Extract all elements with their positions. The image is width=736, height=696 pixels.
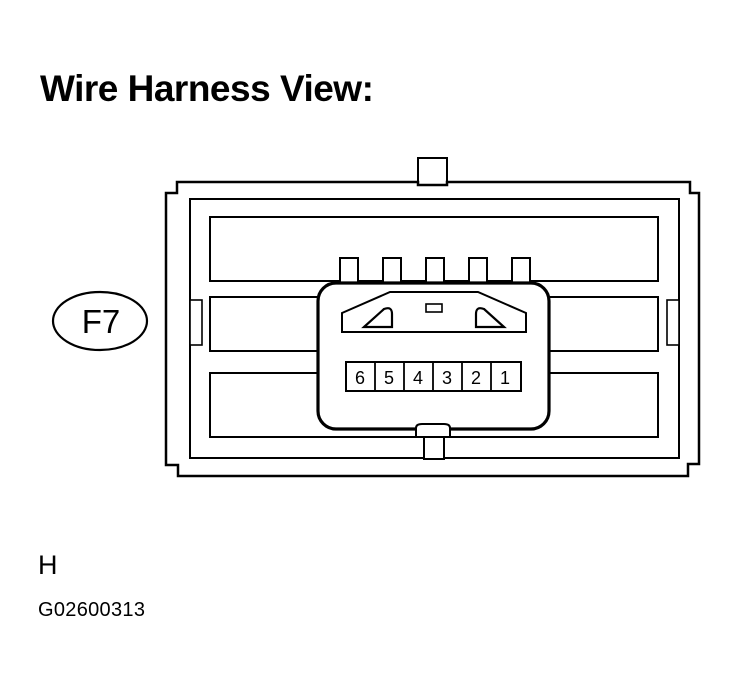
pin-label: 6	[355, 368, 365, 388]
page-title: Wire Harness View:	[40, 68, 374, 109]
figure-code: G02600313	[38, 599, 146, 621]
connector-id: F7	[82, 303, 121, 340]
pin-row: 6 5 4 3 2 1	[345, 361, 522, 392]
lock-window-right	[474, 307, 507, 329]
bottom-latch-tab	[423, 436, 445, 460]
pin-label: 4	[413, 368, 423, 388]
right-notch	[666, 299, 680, 346]
bottom-key-tab	[415, 423, 451, 438]
connector-id-ellipse	[51, 290, 149, 352]
footer-letter: H	[38, 550, 58, 580]
lock-window-left	[361, 307, 394, 329]
pin-label: 2	[471, 368, 481, 388]
pin-label: 1	[500, 368, 510, 388]
lock-slot	[425, 303, 443, 313]
lock-hood	[341, 291, 527, 333]
left-notch	[189, 299, 203, 346]
top-latch-tab	[417, 157, 448, 186]
pin-label: 3	[442, 368, 452, 388]
pin-label: 5	[384, 368, 394, 388]
